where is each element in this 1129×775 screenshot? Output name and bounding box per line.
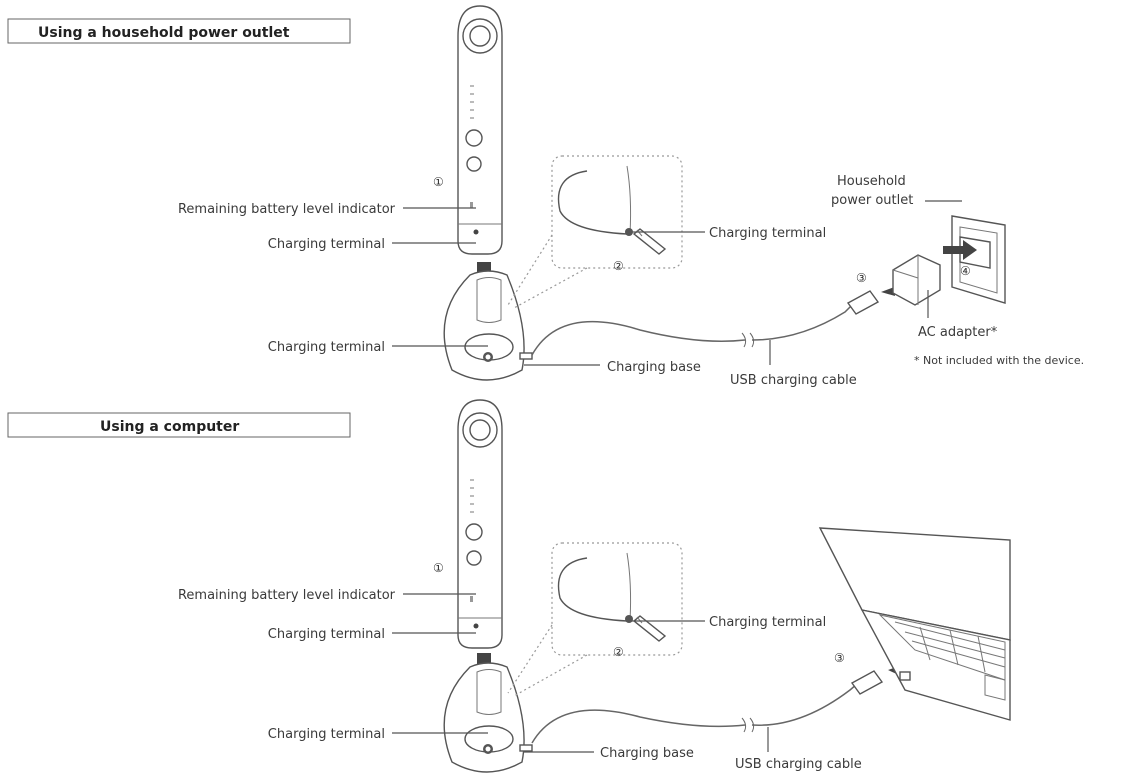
step-1-marker: ①: [433, 175, 444, 189]
charging-base-label: Charging base: [600, 746, 694, 761]
section-title: Using a household power outlet: [38, 25, 290, 41]
step-4-arrow-icon: [943, 246, 965, 254]
step-3-marker: ③: [856, 271, 867, 285]
usb-cable-segment-1: [531, 320, 746, 356]
base-terminal-label: Charging terminal: [268, 727, 385, 742]
usb-plug-icon: [850, 670, 884, 695]
section-computer: Using a computer ① Remaining battery lev…: [7, 399, 1011, 773]
step-3-marker: ③: [834, 651, 845, 665]
device-terminal-label: Charging terminal: [268, 627, 385, 642]
zoom-terminal-label: Charging terminal: [709, 615, 826, 630]
usb-cable-segment-2: [751, 304, 853, 341]
outlet-label-line1: Household: [837, 174, 906, 189]
device-terminal-label: Charging terminal: [268, 237, 385, 252]
terminal-zoom-inset: [551, 542, 683, 656]
ac-adapter-label: AC adapter*: [918, 325, 998, 340]
outlet-label-line2: power outlet: [831, 193, 913, 208]
section-title: Using a computer: [100, 419, 239, 435]
footnote-text: * Not included with the device.: [914, 354, 1084, 367]
usb-plug-icon: [846, 290, 880, 315]
laptop-icon: [818, 527, 1011, 721]
step-2-marker: ②: [613, 259, 624, 273]
usb-cable-segment-1: [531, 709, 746, 744]
charging-base-illustration: [443, 662, 533, 773]
section-household-outlet: Using a household power outlet ① Remaini…: [7, 5, 1084, 388]
charging-base-label: Charging base: [607, 360, 701, 375]
usb-cable-label: USB charging cable: [735, 757, 862, 772]
terminal-zoom-inset: [551, 155, 683, 269]
section-title-box: [7, 18, 351, 44]
step-2-marker: ②: [613, 645, 624, 659]
zoom-terminal-label: Charging terminal: [709, 226, 826, 241]
beauty-device: [457, 5, 503, 255]
beauty-device: [457, 399, 503, 649]
usb-cable-segment-2: [751, 683, 858, 726]
section-title-box: [7, 412, 351, 438]
ac-adapter-icon: [892, 254, 941, 306]
base-terminal-label: Charging terminal: [268, 340, 385, 355]
usb-cable-label: USB charging cable: [730, 373, 857, 388]
battery-indicator-label: Remaining battery level indicator: [178, 202, 396, 217]
step-1-marker: ①: [433, 561, 444, 575]
battery-indicator-label: Remaining battery level indicator: [178, 588, 396, 603]
step-4-marker: ④: [960, 264, 971, 278]
